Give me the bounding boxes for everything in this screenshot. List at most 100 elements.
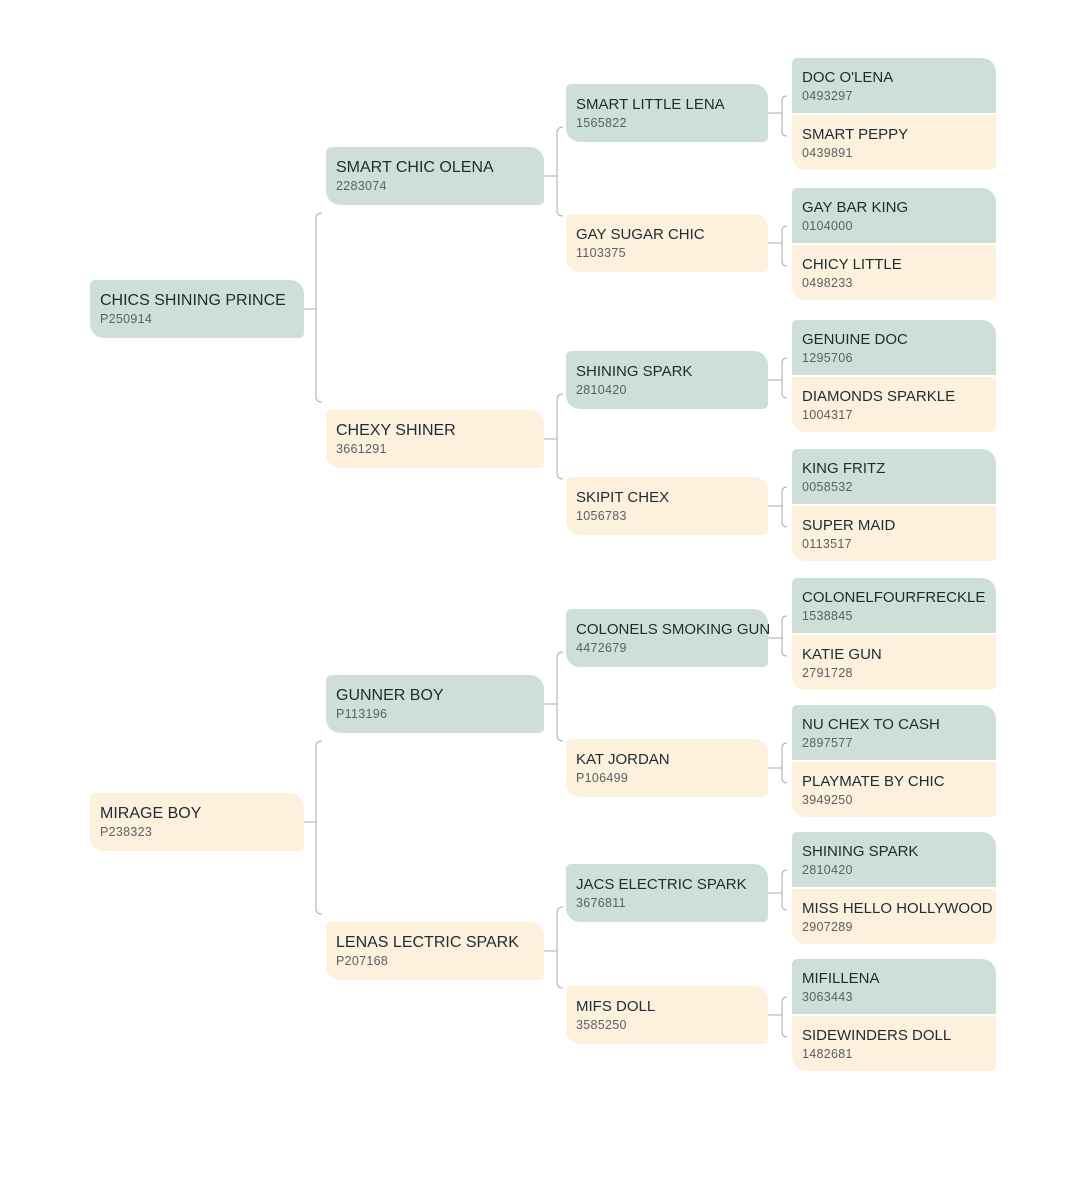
horse-card-gen3-1: GAY SUGAR CHIC 1103375: [566, 214, 768, 272]
registration-number: 2897577: [802, 735, 853, 750]
connector-bracket-5: [544, 906, 564, 989]
connector-bracket-8: [768, 357, 788, 399]
registration-number: 3063443: [802, 989, 853, 1004]
horse-name: SMART PEPPY: [802, 125, 909, 143]
connector-bracket-12: [768, 869, 788, 911]
registration-number: 0493297: [802, 88, 853, 103]
horse-name: GUNNER BOY: [336, 687, 444, 704]
horse-card-gen3-5: KAT JORDAN P106499: [566, 739, 768, 797]
horse-name: COLONELFOURFRECKLE: [802, 588, 986, 606]
horse-name: CHEXY SHINER: [336, 422, 456, 439]
horse-card-gen4-2: GAY BAR KING 0104000: [792, 188, 996, 243]
registration-number: P113196: [336, 707, 388, 721]
horse-name: KATIE GUN: [802, 645, 882, 663]
horse-card-gen3-2: SHINING SPARK 2810420: [566, 351, 768, 409]
horse-card-gen4-15: SIDEWINDERS DOLL 1482681: [792, 1016, 996, 1071]
registration-number: 2791728: [802, 665, 853, 680]
horse-name: MIFS DOLL: [576, 998, 656, 1015]
horse-name: KING FRITZ: [802, 459, 886, 477]
connector-bracket-3: [544, 393, 564, 480]
horse-name: LENAS LECTRIC SPARK: [336, 934, 519, 951]
registration-number: 1103375: [576, 246, 626, 260]
horse-name: COLONELS SMOKING GUN: [576, 621, 771, 638]
registration-number: 1056783: [576, 509, 627, 523]
registration-number: 0498233: [802, 275, 853, 290]
horse-card-gen2-2: GUNNER BOY P113196: [326, 675, 544, 733]
horse-card-gen4-8: COLONELFOURFRECKLE 1538845: [792, 578, 996, 633]
horse-card-gen3-0: SMART LITTLE LENA 1565822: [566, 84, 768, 142]
registration-number: 2810420: [576, 383, 627, 397]
horse-card-gen4-6: KING FRITZ 0058532: [792, 449, 996, 504]
registration-number: 3661291: [336, 442, 387, 456]
registration-number: 2907289: [802, 919, 853, 934]
registration-number: 2810420: [802, 862, 853, 877]
horse-card-gen3-6: JACS ELECTRIC SPARK 3676811: [566, 864, 768, 922]
horse-name: SMART LITTLE LENA: [576, 96, 725, 113]
horse-name: CHICS SHINING PRINCE: [100, 292, 286, 309]
horse-name: PLAYMATE BY CHIC: [802, 772, 945, 790]
horse-name: SIDEWINDERS DOLL: [802, 1026, 952, 1044]
registration-number: 1004317: [802, 407, 853, 422]
horse-card-gen2-0: SMART CHIC OLENA 2283074: [326, 147, 544, 205]
horse-name: GENUINE DOC: [802, 330, 908, 348]
connector-bracket-1: [304, 740, 323, 915]
horse-name: GAY BAR KING: [802, 198, 909, 216]
registration-number: 0104000: [802, 218, 853, 233]
horse-name: DIAMONDS SPARKLE: [802, 387, 956, 405]
horse-card-gen1-1: MIRAGE BOY P238323: [90, 793, 304, 851]
horse-card-gen4-1: SMART PEPPY 0439891: [792, 115, 996, 170]
horse-name: MISS HELLO HOLLYWOOD: [802, 899, 993, 917]
horse-card-gen2-1: CHEXY SHINER 3661291: [326, 410, 544, 468]
horse-card-gen4-13: MISS HELLO HOLLYWOOD 2907289: [792, 889, 996, 944]
horse-name: KAT JORDAN: [576, 751, 670, 768]
connector-bracket-11: [768, 742, 788, 784]
connector-bracket-10: [768, 615, 788, 657]
registration-number: 1538845: [802, 608, 853, 623]
registration-number: 0058532: [802, 479, 853, 494]
horse-name: NU CHEX TO CASH: [802, 715, 940, 733]
registration-number: 3676811: [576, 896, 626, 910]
horse-card-gen4-5: DIAMONDS SPARKLE 1004317: [792, 377, 996, 432]
horse-card-gen4-4: GENUINE DOC 1295706: [792, 320, 996, 375]
registration-number: P207168: [336, 954, 389, 968]
registration-number: P250914: [100, 312, 153, 326]
registration-number: P106499: [576, 771, 629, 785]
registration-number: 3949250: [802, 792, 853, 807]
horse-name: SHINING SPARK: [576, 363, 693, 380]
horse-card-gen4-9: KATIE GUN 2791728: [792, 635, 996, 690]
horse-name: MIRAGE BOY: [100, 805, 202, 822]
connector-bracket-2: [544, 126, 564, 217]
connector-bracket-4: [544, 651, 564, 742]
horse-card-gen4-3: CHICY LITTLE 0498233: [792, 245, 996, 300]
registration-number: P238323: [100, 825, 153, 839]
connector-bracket-13: [768, 996, 788, 1038]
horse-card-gen2-3: LENAS LECTRIC SPARK P207168: [326, 922, 544, 980]
horse-name: SHINING SPARK: [802, 842, 919, 860]
horse-name: MIFILLENA: [802, 969, 880, 987]
horse-name: SMART CHIC OLENA: [336, 159, 494, 176]
registration-number: 1565822: [576, 116, 627, 130]
horse-name: CHICY LITTLE: [802, 255, 902, 273]
connector-bracket-6: [768, 95, 788, 137]
registration-number: 1482681: [802, 1046, 853, 1061]
registration-number: 2283074: [336, 179, 387, 193]
connector-bracket-0: [304, 212, 323, 403]
horse-name: JACS ELECTRIC SPARK: [576, 876, 747, 893]
horse-name: SUPER MAID: [802, 516, 896, 534]
connector-bracket-9: [768, 486, 788, 528]
registration-number: 1295706: [802, 350, 853, 365]
horse-card-gen4-10: NU CHEX TO CASH 2897577: [792, 705, 996, 760]
registration-number: 0113517: [802, 536, 852, 551]
connector-bracket-7: [768, 225, 788, 267]
horse-card-gen3-7: MIFS DOLL 3585250: [566, 986, 768, 1044]
horse-name: GAY SUGAR CHIC: [576, 226, 705, 243]
horse-card-gen4-7: SUPER MAID 0113517: [792, 506, 996, 561]
registration-number: 0439891: [802, 145, 853, 160]
registration-number: 3585250: [576, 1018, 627, 1032]
horse-card-gen1-0: CHICS SHINING PRINCE P250914: [90, 280, 304, 338]
